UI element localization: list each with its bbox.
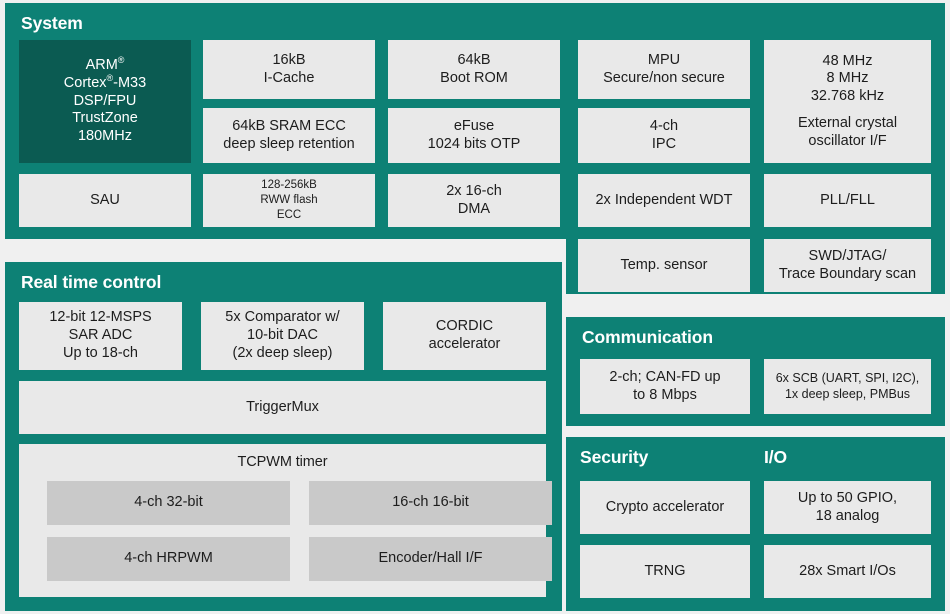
block-gpio: Up to 50 GPIO, 18 analog: [764, 481, 931, 534]
block-swd-jtag: SWD/JTAG/ Trace Boundary scan: [764, 239, 931, 292]
block-tcpwm-4ch-32bit: 4-ch 32-bit: [47, 481, 290, 525]
clocks-line-4: External crystal: [797, 114, 898, 131]
sram-line-2: deep sleep retention: [223, 135, 355, 152]
scb-line-2: 1x deep sleep, PMBus: [784, 386, 911, 401]
clocks-line-1: 48 MHz: [822, 52, 873, 69]
pll-label: PLL/FLL: [820, 191, 875, 208]
clocks-line-2: 8 MHz: [826, 70, 869, 87]
triggermux-label: TriggerMux: [246, 398, 319, 415]
canfd-line-1: 2-ch; CAN-FD up: [609, 368, 721, 385]
block-sau: SAU: [19, 174, 191, 227]
block-clock-sources: 48 MHz 8 MHz 32.768 kHz External crystal…: [764, 40, 931, 163]
cordic-line-2: accelerator: [428, 336, 501, 352]
gpio-line-1: Up to 50 GPIO,: [797, 489, 898, 506]
block-tcpwm-4ch-hrpwm: 4-ch HRPWM: [47, 537, 290, 581]
block-arm-cortex-m33: ARM® Cortex®-M33 DSP/FPU TrustZone 180MH…: [19, 40, 191, 163]
block-tcpwm-timer-group: TCPWM timer 4-ch 32-bit 16-ch 16-bit 4-c…: [19, 444, 552, 597]
block-comparator-dac: 5x Comparator w/ 10-bit DAC (2x deep sle…: [201, 302, 364, 370]
flash-line-3: ECC: [276, 208, 302, 221]
block-pll-fll: PLL/FLL: [764, 174, 931, 227]
debug-line-2: Trace Boundary scan: [778, 265, 917, 282]
dma-line-1: 2x 16-ch: [446, 182, 502, 199]
block-can-fd: 2-ch; CAN-FD up to 8 Mbps: [580, 359, 750, 414]
registered-icon: ®: [106, 73, 114, 84]
adc-line-2: SAR ADC: [68, 327, 133, 344]
efuse-line-1: eFuse: [453, 117, 495, 134]
block-tcpwm-16ch-16bit: 16-ch 16-bit: [309, 481, 552, 525]
block-smart-io: 28x Smart I/Os: [764, 545, 931, 598]
bootrom-line-2: Boot ROM: [440, 69, 508, 86]
trng-label: TRNG: [644, 562, 686, 579]
panel-real-time-control-title: Real time control: [21, 272, 162, 292]
wdt-label: 2x Independent WDT: [595, 191, 733, 208]
ipc-line-1: 4-ch: [649, 117, 679, 134]
block-trng: TRNG: [580, 545, 750, 598]
block-crypto-accelerator: Crypto accelerator: [580, 481, 750, 534]
block-ipc: 4-ch IPC: [578, 108, 750, 163]
efuse-line-2: 1024 bits OTP: [427, 135, 521, 152]
icache-line-1: 16kB: [272, 51, 306, 68]
cpu-line-2: Cortex®-M33: [63, 73, 147, 91]
gpio-line-2: 18 analog: [815, 507, 880, 524]
sram-line-1: 64kB SRAM ECC: [232, 117, 346, 134]
cpu-line-3: DSP/FPU: [73, 92, 137, 109]
tcpwm-inner-label: 4-ch HRPWM: [124, 550, 213, 567]
dma-line-2: DMA: [457, 200, 491, 217]
cordic-line-1: CORDIC: [435, 318, 494, 335]
block-mpu: MPU Secure/non secure: [578, 40, 750, 99]
icache-line-2: I-Cache: [263, 69, 315, 86]
crypto-label: Crypto accelerator: [605, 498, 725, 515]
block-cordic-accelerator: CORDIC accelerator: [383, 302, 546, 370]
flash-line-1: 128-256kB: [261, 179, 317, 192]
flash-line-2: RWW flash: [260, 194, 318, 207]
clocks-line-3: 32.768 kHz: [810, 88, 885, 105]
block-triggermux: TriggerMux: [19, 381, 546, 434]
clocks-spacer: [798, 106, 897, 115]
panel-security-title: Security: [580, 447, 649, 467]
block-sar-adc: 12-bit 12-MSPS SAR ADC Up to 18-ch: [19, 302, 182, 370]
registered-icon: ®: [117, 55, 125, 66]
comparator-line-2: 10-bit DAC: [247, 327, 318, 344]
panel-communication-title: Communication: [582, 327, 713, 347]
tcpwm-inner-label: 16-ch 16-bit: [392, 494, 469, 511]
mpu-line-2: Secure/non secure: [603, 69, 725, 86]
block-efuse: eFuse 1024 bits OTP: [388, 108, 560, 163]
sau-label: SAU: [90, 191, 120, 208]
comparator-line-3: (2x deep sleep): [232, 344, 333, 361]
panel-system-title: System: [21, 13, 83, 33]
adc-line-1: 12-bit 12-MSPS: [49, 309, 152, 326]
tcpwm-title: TCPWM timer: [237, 454, 328, 470]
block-boot-rom: 64kB Boot ROM: [388, 40, 560, 99]
adc-line-3: Up to 18-ch: [63, 344, 138, 361]
block-icache: 16kB I-Cache: [203, 40, 375, 99]
smart-io-label: 28x Smart I/Os: [799, 562, 896, 579]
block-dma: 2x 16-ch DMA: [388, 174, 560, 227]
panel-io-title: I/O: [764, 447, 788, 467]
comparator-line-1: 5x Comparator w/: [225, 309, 340, 326]
scb-line-1: 6x SCB (UART, SPI, I2C),: [775, 370, 920, 385]
block-temp-sensor: Temp. sensor: [578, 239, 750, 292]
block-tcpwm-encoder-hall: Encoder/Hall I/F: [309, 537, 552, 581]
bootrom-line-1: 64kB: [457, 51, 491, 68]
tcpwm-inner-label: Encoder/Hall I/F: [378, 550, 483, 567]
tcpwm-inner-label: 4-ch 32-bit: [134, 494, 203, 511]
cpu-line-1: ARM®: [85, 55, 125, 74]
canfd-line-2: to 8 Mbps: [633, 386, 697, 403]
mpu-line-1: MPU: [647, 51, 681, 68]
clocks-line-5: oscillator I/F: [808, 132, 887, 149]
block-rww-flash: 128-256kB RWW flash ECC: [203, 174, 375, 227]
cpu-line-5: 180MHz: [77, 128, 132, 145]
cpu-line-4: TrustZone: [72, 110, 138, 127]
debug-line-1: SWD/JTAG/: [808, 247, 887, 264]
block-sram-ecc: 64kB SRAM ECC deep sleep retention: [203, 108, 375, 163]
ipc-line-2: IPC: [651, 135, 677, 152]
block-scb: 6x SCB (UART, SPI, I2C), 1x deep sleep, …: [764, 359, 931, 414]
block-wdt: 2x Independent WDT: [578, 174, 750, 227]
temp-sensor-label: Temp. sensor: [620, 256, 708, 273]
